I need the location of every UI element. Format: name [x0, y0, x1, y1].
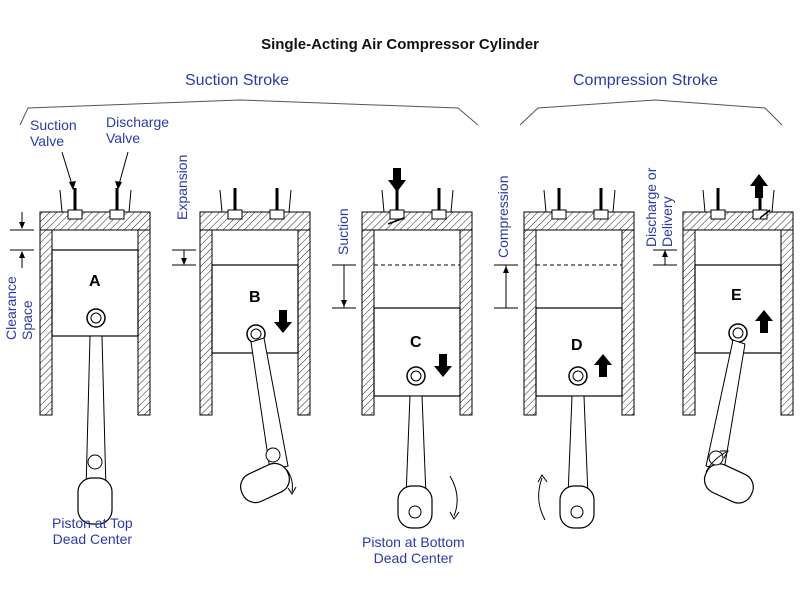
bottom-dead-center-caption: Piston at Bottom Dead Center — [362, 534, 465, 566]
piston-letter-e: E — [731, 287, 742, 304]
discharge-delivery-label: Discharge or Delivery — [643, 167, 675, 247]
arrow-up-valve-e — [750, 174, 768, 198]
valves-b — [219, 188, 292, 220]
cylinder-a — [39, 188, 151, 525]
piston-letter-a: A — [89, 273, 101, 290]
clearance-space-label: Clearance Space — [3, 276, 35, 340]
expansion-label: Expansion — [174, 154, 190, 220]
piston-letter-b: B — [249, 289, 261, 306]
suction-label: Suction — [335, 208, 351, 255]
valves-d — [543, 188, 616, 220]
expansion-dimension — [172, 249, 196, 266]
suction-stroke-heading: Suction Stroke — [185, 72, 290, 89]
cylinder-e — [682, 174, 794, 504]
top-dead-center-caption: Piston at Top Dead Center — [52, 515, 133, 547]
compression-stroke-brace — [519, 99, 783, 126]
piston-letter-d: D — [571, 337, 583, 354]
discharge-valve-label: Discharge Valve — [106, 114, 170, 146]
arrow-up-d — [594, 354, 612, 377]
discharge-dimension — [653, 249, 677, 266]
clearance-dimension — [10, 212, 34, 268]
piston-letter-c: C — [410, 334, 422, 351]
valves-e — [702, 188, 775, 220]
arrow-down-valve-c — [388, 168, 406, 192]
arrow-down-c — [434, 354, 452, 377]
cylinder-b — [199, 188, 311, 504]
arrow-up-e — [755, 310, 773, 333]
valves-a — [59, 188, 132, 220]
suction-stroke-brace — [19, 99, 479, 126]
compression-label: Compression — [495, 175, 511, 258]
compression-stroke-heading: Compression Stroke — [573, 72, 718, 89]
cylinder-d — [494, 188, 635, 529]
diagram-title: Single-Acting Air Compressor Cylinder — [261, 36, 539, 53]
cylinder-c — [332, 168, 473, 529]
suction-valve-label: Suction Valve — [30, 117, 77, 149]
arrow-down-b — [274, 310, 292, 333]
